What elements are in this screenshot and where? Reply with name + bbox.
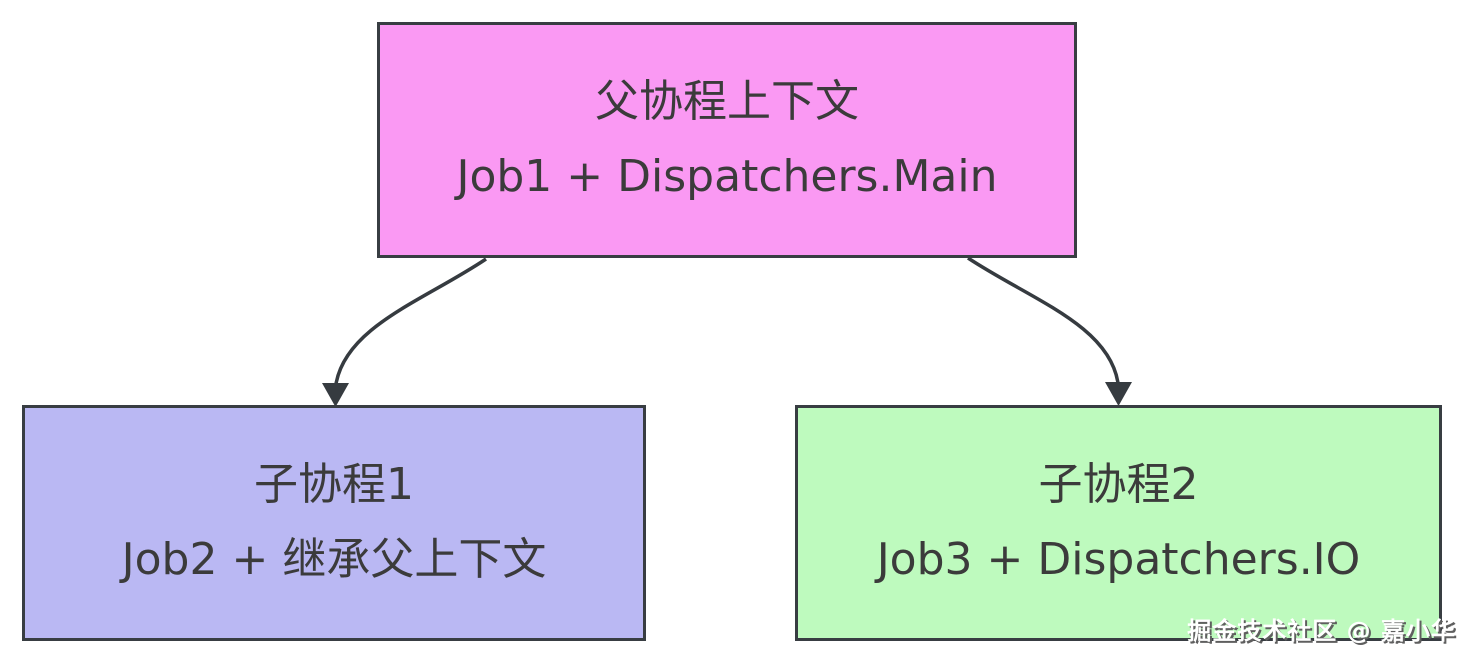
arrow-parent-to-child2: [967, 256, 1120, 384]
arrowhead-parent-to-child1: [322, 383, 349, 407]
arrowhead-parent-to-child2: [1105, 382, 1132, 406]
watermark: 掘金技术社区 @ 嘉小华: [1187, 617, 1456, 645]
arrow-parent-to-child1: [334, 257, 487, 385]
node-child2-title: 子协程2: [1038, 459, 1199, 511]
node-child1-subtitle: Job2 + 继承父上下文: [121, 534, 547, 585]
node-parent-subtitle: Job1 + Dispatchers.Main: [456, 151, 998, 202]
node-parent-title: 父协程上下文: [595, 76, 859, 128]
node-parent-context: 父协程上下文 Job1 + Dispatchers.Main: [377, 22, 1077, 258]
node-child1-title: 子协程1: [254, 459, 414, 511]
node-child-coroutine-1: 子协程1 Job2 + 继承父上下文: [22, 405, 646, 641]
node-child-coroutine-2: 子协程2 Job3 + Dispatchers.IO: [795, 405, 1442, 641]
node-child2-subtitle: Job3 + Dispatchers.IO: [876, 534, 1361, 585]
